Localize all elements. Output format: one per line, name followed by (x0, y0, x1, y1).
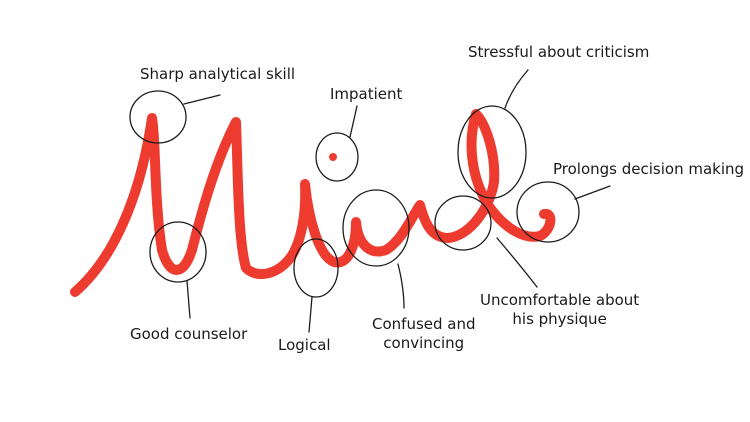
label-impatient: Impatient (330, 85, 403, 103)
stressful-about-criticism-marker (457, 69, 529, 199)
impatient-leader (349, 105, 358, 138)
label-uncomfortable-about-physique: Uncomfortable about his physique (480, 291, 639, 329)
uncomfortable-about-physique-circle (434, 195, 492, 251)
uncomfortable-about-physique-leader (496, 237, 538, 288)
good-counselor-circle (149, 221, 207, 283)
label-logical: Logical (278, 336, 331, 354)
good-counselor-leader (186, 280, 191, 319)
label-confused-and-convincing: Confused and convincing (372, 315, 476, 353)
good-counselor-marker (149, 221, 207, 319)
logical-leader (308, 296, 313, 333)
stressful-about-criticism-leader (504, 69, 529, 109)
sharp-analytical-skill-marker (129, 90, 221, 144)
confused-and-convincing-leader (397, 263, 405, 309)
confused-and-convincing-circle (342, 189, 410, 267)
uncomfortable-about-physique-marker (434, 195, 538, 288)
confused-and-convincing-marker (342, 189, 410, 309)
sharp-analytical-skill-leader (183, 94, 221, 105)
i-dot (329, 153, 337, 161)
label-stressful-about-criticism: Stressful about criticism (468, 43, 650, 61)
label-uncomfortable-about-physique-line-1: Uncomfortable about (480, 291, 640, 309)
prolongs-decision-making-circle (516, 181, 580, 243)
label-sharp-analytical-skill: Sharp analytical skill (140, 65, 296, 83)
label-confused-and-convincing-line-1: Confused and (372, 315, 476, 333)
label-uncomfortable-about-physique-line-2: his physique (512, 310, 607, 328)
stressful-about-criticism-circle (457, 105, 527, 199)
sharp-analytical-skill-circle (129, 90, 187, 144)
handwriting-stroke (70, 109, 556, 297)
handwritten-word-mind (70, 109, 556, 297)
impatient-marker (315, 105, 359, 182)
prolongs-decision-making-leader (574, 185, 611, 200)
logical-circle (293, 238, 339, 298)
logical-marker (293, 238, 339, 333)
label-good-counselor: Good counselor (130, 325, 248, 343)
impatient-circle (315, 132, 359, 182)
label-prolongs-decision-making: Prolongs decision making (553, 160, 745, 178)
label-confused-and-convincing-line-2: convincing (383, 334, 465, 352)
prolongs-decision-making-marker (516, 181, 611, 243)
